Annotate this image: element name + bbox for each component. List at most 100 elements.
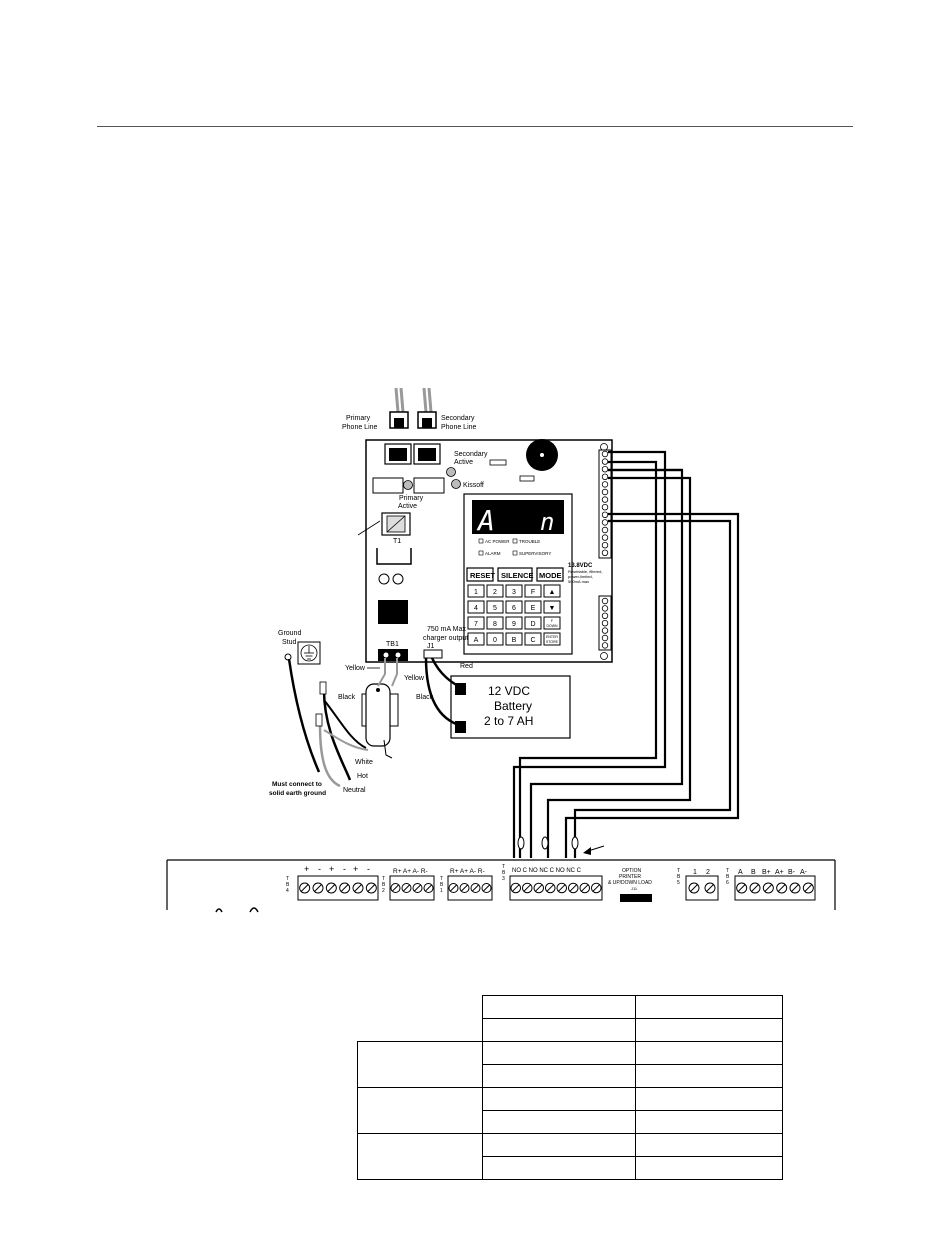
yellow-wire	[391, 658, 398, 687]
output-wiring	[512, 450, 740, 858]
tb6-pin-1: A	[738, 869, 743, 876]
terminal-pins-bottom	[601, 597, 609, 649]
svg-text:1: 1	[474, 589, 478, 596]
keypad-key[interactable]: 2	[486, 584, 504, 598]
secondary-phone-label-2: Phone Line	[441, 424, 477, 431]
mode-button[interactable]: MODE	[536, 567, 564, 582]
table-cell	[357, 1041, 483, 1088]
wire-nut-icon	[315, 713, 323, 727]
header-rule	[97, 126, 853, 127]
keypad-key[interactable]: F	[524, 584, 542, 598]
tb2-label-n: 2	[382, 888, 385, 894]
ground-stud-label-2: Stud	[282, 639, 297, 646]
tb6-pin-3: B+	[762, 869, 771, 876]
keypad-key[interactable]: ▲	[543, 584, 561, 598]
table-cell	[482, 995, 636, 1019]
led-secondary-active-icon	[446, 467, 456, 477]
chip-icon	[378, 600, 408, 624]
option-printer-3: & UP/DOWN LOAD	[608, 880, 652, 886]
table-row	[358, 1110, 783, 1134]
led-supervisory-label: SUPERVISORY	[519, 551, 551, 556]
keypad-key[interactable]: 1	[467, 584, 485, 598]
table-cell	[482, 1156, 636, 1180]
tb6-label-b: B	[726, 874, 730, 880]
keypad-key[interactable]: D	[524, 616, 542, 630]
table-row	[358, 1018, 783, 1042]
red-label: Red	[460, 663, 473, 670]
earth-wire	[287, 658, 321, 773]
terminal-screw-icon	[601, 620, 609, 627]
secondary-active-label-1: Secondary	[454, 451, 488, 458]
coin-cell-holder-icon	[376, 548, 412, 565]
secondary-active-label-2: Active	[454, 459, 473, 466]
table-row	[357, 1087, 783, 1134]
terminal-screw-icon	[601, 526, 609, 534]
table-cell	[635, 1018, 783, 1042]
svg-text:▼: ▼	[549, 605, 556, 612]
svg-text:E: E	[531, 605, 536, 612]
keypad-key[interactable]: ▼	[543, 600, 561, 614]
terminal-screw-icon	[601, 481, 609, 488]
keypad-key[interactable]: 0	[486, 632, 504, 646]
charger-label-1: 750 mA Max	[427, 626, 466, 633]
silence-button[interactable]: SILENCE	[497, 567, 534, 582]
reset-button[interactable]: RESET	[466, 567, 495, 582]
keypad-key[interactable]: E	[524, 600, 542, 614]
keypad-key[interactable]: A	[467, 632, 485, 646]
j1-label: J1	[427, 643, 435, 650]
tb4-block	[297, 875, 379, 901]
keypad-key[interactable]: 3	[505, 584, 523, 598]
keypad-key[interactable]: 6	[505, 600, 523, 614]
neutral-label: Neutral	[343, 787, 366, 794]
tb4-label-b: B	[286, 882, 290, 888]
keypad-key[interactable]: 9	[505, 616, 523, 630]
black-wire-primary	[323, 699, 367, 749]
battery-label-3: 2 to 7 AH	[484, 714, 533, 728]
battery-label-1: 12 VDC	[488, 684, 530, 698]
primary-phone-label-1: Primary	[346, 415, 371, 422]
svg-text:B: B	[512, 637, 517, 644]
tb3-block	[509, 875, 603, 901]
tb4-pin-3: +	[329, 864, 334, 874]
table-cell	[358, 1019, 483, 1042]
table-cell	[482, 1018, 636, 1042]
keypad-key[interactable]: 5	[486, 600, 504, 614]
table-cell	[635, 1133, 783, 1157]
earth-label-1: Must connect to	[272, 781, 322, 788]
tb3-pins: NO C NO NC C NO NC C	[512, 868, 582, 874]
svg-text:6: 6	[512, 605, 516, 612]
earth-label-2: solid earth ground	[269, 790, 326, 797]
black-battery-wire	[424, 657, 463, 728]
table-row	[358, 1156, 783, 1180]
tb1-label: TB1	[386, 641, 399, 648]
display-char-2: n	[540, 508, 554, 536]
svg-text:7: 7	[474, 621, 478, 628]
j11-connector-icon	[620, 894, 652, 902]
terminal-screw-icon	[601, 496, 609, 503]
keypad-key[interactable]: B	[505, 632, 523, 646]
ground-stud-label-1: Ground	[278, 630, 301, 637]
svg-text:F: F	[551, 619, 553, 623]
terminal-screw-icon	[601, 534, 609, 541]
tb1b-label-b: B	[440, 882, 444, 888]
terminal-screw-icon	[601, 627, 609, 634]
battery-terminal-neg-icon	[455, 721, 466, 733]
hot-label: Hot	[357, 773, 368, 780]
terminal-screw-icon	[601, 642, 609, 649]
keypad-key[interactable]: 7	[467, 616, 485, 630]
keypad-key[interactable]: C	[524, 632, 542, 646]
led-primary-active-icon	[403, 480, 413, 490]
table-cell	[635, 1087, 783, 1111]
keypad-key[interactable]: 8	[486, 616, 504, 630]
tb5-label-t: T	[677, 868, 680, 874]
svg-text:RESET: RESET	[470, 571, 495, 580]
phone-cable-primary	[389, 387, 409, 429]
tb6-label-t: T	[726, 868, 729, 874]
svg-text:4: 4	[474, 605, 478, 612]
table-cell	[635, 1156, 783, 1180]
led-ac-power-label: AC POWER	[485, 539, 510, 544]
vdc-note-1: 13.8VDC	[568, 563, 593, 569]
keypad-key[interactable]: 4	[467, 600, 485, 614]
